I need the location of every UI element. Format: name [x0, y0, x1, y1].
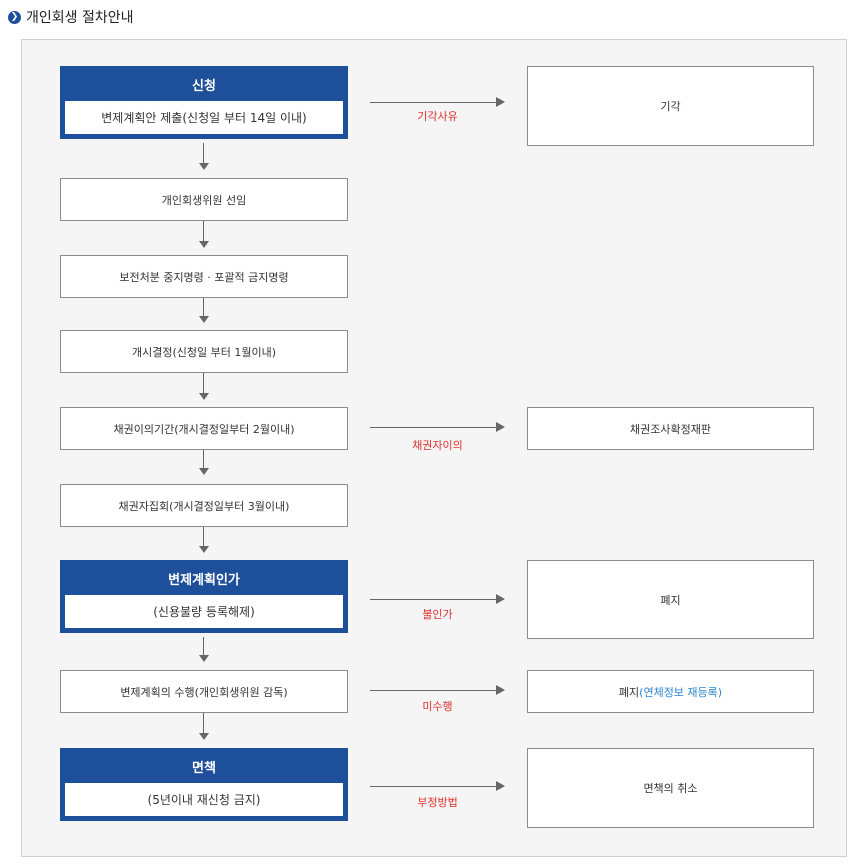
right-arrow-icon: [496, 97, 505, 107]
flow-connector: [203, 143, 204, 163]
flow-connector: [203, 373, 204, 393]
step-plan-approval: 변제계획인가 (신용불량 등록해제): [60, 560, 348, 633]
down-arrow-icon: [199, 163, 209, 170]
result-claim-trial: 채권조사확정재판: [527, 407, 814, 450]
step-discharge: 면책 (5년이내 재신청 금지): [60, 748, 348, 821]
branch-connector: [370, 690, 496, 691]
step-discharge-body: (5년이내 재신청 금지): [65, 783, 343, 816]
step-preservation: 보전처분 중지명령 · 포괄적 금지명령: [60, 255, 348, 298]
branch-connector: [370, 599, 496, 600]
result-abolition: 폐지: [527, 560, 814, 639]
branch-connector: [370, 786, 496, 787]
result-discharge-revocation: 면책의 취소: [527, 748, 814, 828]
page-title: ❯ 개인회생 절차안내: [8, 6, 134, 28]
step-apply-head: 신청: [192, 78, 216, 94]
flow-connector: [203, 450, 204, 468]
result-abolition-reregister: 폐지(연체정보 재등록): [527, 670, 814, 713]
branch-connector: [370, 102, 496, 103]
down-arrow-icon: [199, 546, 209, 553]
branch-label-nonperformance: 미수행: [422, 700, 453, 713]
result-dismissal: 기각: [527, 66, 814, 146]
step-plan-approval-body: (신용불량 등록해제): [65, 595, 343, 628]
step-plan-execution: 변제계획의 수행(개인회생위원 감독): [60, 670, 348, 713]
flow-connector: [203, 713, 204, 733]
branch-label-objection: 채권자이의: [412, 439, 463, 452]
flow-connector: [203, 527, 204, 546]
flow-connector: [203, 221, 204, 241]
flow-connector: [203, 637, 204, 655]
step-objection-period: 채권이의기간(개시결정일부터 2월이내): [60, 407, 348, 450]
branch-label-dismissal: 기각사유: [417, 110, 458, 123]
down-arrow-icon: [199, 655, 209, 662]
result-abolition-reregister-note: (연체정보 재등록): [639, 685, 723, 699]
step-creditors-meeting: 채권자집회(개시결정일부터 3월이내): [60, 484, 348, 527]
down-arrow-icon: [199, 241, 209, 248]
flow-connector: [203, 298, 204, 316]
chevron-right-circle-icon: ❯: [8, 10, 21, 24]
branch-connector: [370, 427, 496, 428]
page-title-text: 개인회생 절차안내: [26, 10, 134, 26]
result-abolition-reregister-text: 폐지: [618, 685, 640, 699]
right-arrow-icon: [496, 685, 505, 695]
down-arrow-icon: [199, 316, 209, 323]
step-commencement: 개시결정(신청일 부터 1월이내): [60, 330, 348, 373]
branch-label-fraud: 부정방법: [417, 796, 458, 809]
down-arrow-icon: [199, 468, 209, 475]
step-apply: 신청 변제계획안 제출(신청일 부터 14일 이내): [60, 66, 348, 139]
right-arrow-icon: [496, 594, 505, 604]
down-arrow-icon: [199, 393, 209, 400]
right-arrow-icon: [496, 422, 505, 432]
step-plan-approval-head: 변제계획인가: [168, 572, 240, 588]
step-commissioner: 개인회생위원 선임: [60, 178, 348, 221]
down-arrow-icon: [199, 733, 209, 740]
step-discharge-head: 면책: [192, 760, 216, 776]
right-arrow-icon: [496, 781, 505, 791]
branch-label-disapproval: 불인가: [422, 608, 453, 621]
step-apply-body: 변제계획안 제출(신청일 부터 14일 이내): [65, 101, 343, 134]
